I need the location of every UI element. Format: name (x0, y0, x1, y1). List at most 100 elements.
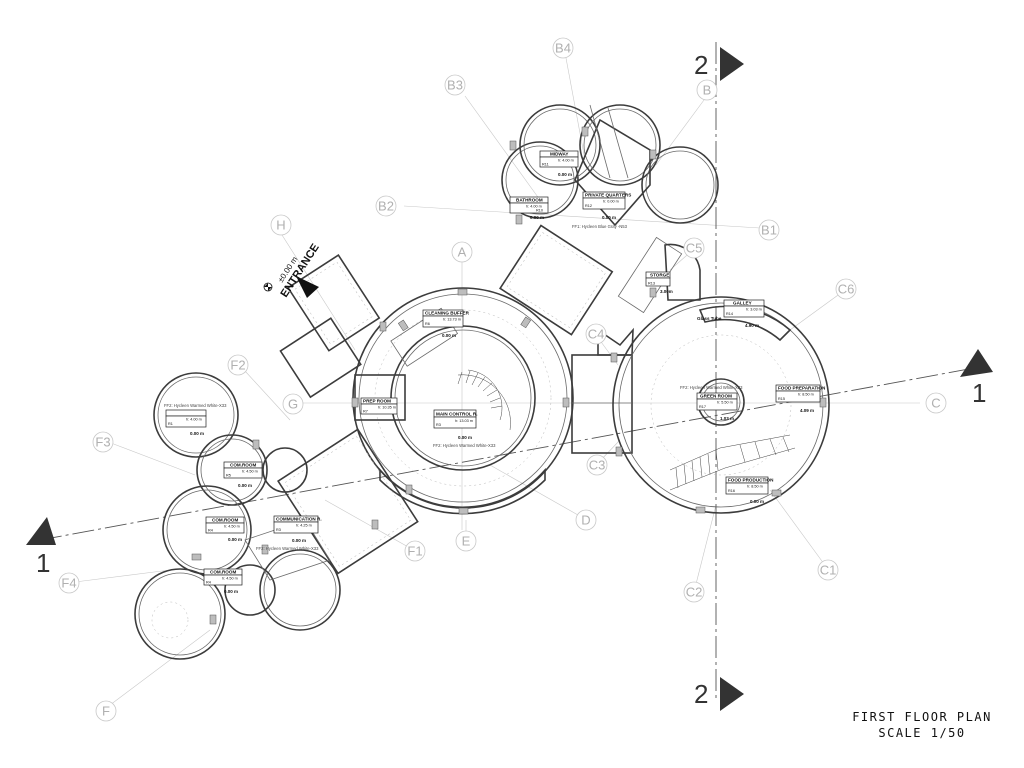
room-tag-prep-room: PREP ROOM R7 h: 10.35 m (360, 397, 398, 415)
svg-text:FF2: Hycleen Warmed White-X33: FF2: Hycleen Warmed White-X33 (433, 443, 496, 448)
svg-text:0.00 m: 0.00 m (190, 431, 204, 436)
svg-text:COMMUNICATION R.: COMMUNICATION R. (276, 517, 322, 522)
svg-text:C6: C6 (838, 282, 855, 297)
svg-text:h: 13.73 m: h: 13.73 m (443, 318, 461, 322)
svg-text:GREEN ROOM: GREEN ROOM (700, 394, 732, 399)
svg-text:R6: R6 (425, 322, 430, 326)
svg-text:R5: R5 (226, 474, 231, 478)
grid-label-c: C (925, 392, 947, 414)
svg-text:0.00 m: 0.00 m (238, 483, 252, 488)
room-tag-bathroom: BATHROOM R10 h: 4.00 m 0.00 m (509, 196, 549, 220)
svg-text:4.90 m: 4.90 m (745, 323, 759, 328)
svg-text:BATHROOM: BATHROOM (516, 198, 543, 203)
grid-label-f1: F1 (404, 540, 426, 562)
svg-text:R11: R11 (542, 163, 549, 167)
svg-text:R15: R15 (778, 397, 785, 401)
grid-label-f3: F3 (92, 431, 114, 453)
svg-text:4.09 m: 4.09 m (800, 408, 814, 413)
svg-text:R14: R14 (726, 312, 733, 316)
svg-text:E: E (462, 534, 471, 549)
svg-text:R4: R4 (206, 581, 211, 585)
svg-text:R1: R1 (168, 422, 173, 426)
room-tag-com-room-3: COM.ROOM R4 h: 4.50 m 0.00 m (203, 568, 243, 594)
grid-label-f: F (95, 700, 117, 722)
svg-text:0.00 m: 0.00 m (228, 537, 242, 542)
grid-label-e: E (455, 530, 477, 552)
svg-text:h: 4.00 m: h: 4.00 m (558, 159, 574, 163)
svg-text:FOOD PRODUCTION: FOOD PRODUCTION (728, 478, 774, 483)
svg-text:MIDWAY: MIDWAY (550, 152, 568, 157)
grid-labels: A B B1 B2 B3 B4 C C1 C2 C3 C4 C5 C6 D E … (58, 37, 947, 722)
svg-text:GALLEY: GALLEY (733, 301, 752, 306)
svg-text:C1: C1 (820, 563, 837, 578)
room-tag-main-control: MAIN CONTROL R. R3 h: 13.03 m 0.00 m FF2… (433, 409, 496, 448)
svg-text:1.03 m: 1.03 m (720, 416, 734, 421)
room-tag-com-room-1: COM.ROOM R5 h: 4.50 m 0.00 m (223, 461, 263, 488)
svg-text:R12: R12 (585, 204, 592, 208)
svg-text:0.00 m: 0.00 m (750, 499, 764, 504)
svg-text:0.00 m: 0.00 m (530, 215, 544, 220)
svg-text:2: 2 (694, 50, 708, 80)
svg-text:PRIVATE QUARTERS: PRIVATE QUARTERS (585, 193, 631, 198)
svg-text:R7: R7 (363, 410, 368, 414)
grid-label-b: B (696, 79, 718, 101)
svg-text:0.00 m: 0.00 m (558, 172, 572, 177)
section-marker-2-bottom: 2 (694, 677, 744, 711)
svg-text:h: 4.25 m: h: 4.25 m (296, 524, 312, 528)
svg-text:A: A (458, 245, 467, 260)
room-tag-midway: MIDWAY R11 h: 4.00 m 0.00 m (539, 150, 579, 177)
grid-label-c4: C4 (585, 323, 607, 345)
svg-text:PREP ROOM: PREP ROOM (363, 399, 391, 404)
svg-text:R17: R17 (699, 405, 706, 409)
svg-text:R3: R3 (436, 423, 441, 427)
svg-text:h: 10.35 m: h: 10.35 m (378, 406, 396, 410)
svg-text:3.00m: 3.00m (660, 289, 673, 294)
grid-label-b2: B2 (375, 195, 397, 217)
svg-text:FF2: Hycleen Warmed White-X33: FF2: Hycleen Warmed White-X33 (256, 546, 319, 551)
room-tag-green-room: FF2: Hycleen Warmed White-X33 GREEN ROOM… (680, 385, 743, 421)
room-tag-food-preparation: FOOD PREPARATION R15 h: 8.50 m 4.09 m (775, 384, 826, 413)
svg-text:F1: F1 (407, 544, 422, 559)
svg-text:B1: B1 (761, 223, 777, 238)
stairs (457, 369, 796, 491)
room-tags: MAIN CONTROL R. R3 h: 13.03 m 0.00 m FF2… (164, 150, 826, 594)
svg-text:h: 3.03 m: h: 3.03 m (746, 308, 762, 312)
svg-text:h: 13.03 m: h: 13.03 m (455, 419, 473, 423)
svg-text:B3: B3 (447, 78, 463, 93)
svg-text:h: 4.50 m: h: 4.50 m (224, 525, 240, 529)
svg-text:R4: R4 (208, 529, 213, 533)
svg-text:1: 1 (36, 548, 50, 578)
svg-text:0.00 m: 0.00 m (458, 435, 472, 440)
grid-label-f2: F2 (227, 354, 249, 376)
grid-label-g: G (282, 393, 304, 415)
grid-label-c6: C6 (835, 278, 857, 300)
svg-text:h: 8.50 m: h: 8.50 m (747, 485, 763, 489)
drawing-title: FIRST FLOOR PLAN SCALE 1/50 (844, 710, 1000, 740)
svg-text:C3: C3 (589, 458, 606, 473)
svg-text:h: 4.50 m: h: 4.50 m (222, 577, 238, 581)
grid-label-b1: B1 (758, 219, 780, 241)
svg-text:h: 8.50 m: h: 8.50 m (798, 393, 814, 397)
svg-text:C: C (931, 396, 940, 411)
svg-text:B4: B4 (555, 41, 571, 56)
grid-label-f4: F4 (58, 572, 80, 594)
grid-label-b3: B3 (444, 74, 466, 96)
svg-text:h: 4.00 m: h: 4.00 m (186, 418, 202, 422)
drawing-title-scale: SCALE 1/50 (878, 726, 966, 740)
grid-label-c2: C2 (683, 581, 705, 603)
svg-text:FF2: Hycleen Warmed White-X33: FF2: Hycleen Warmed White-X33 (680, 385, 743, 390)
grid-label-b4: B4 (552, 37, 574, 59)
svg-text:F3: F3 (95, 435, 110, 450)
svg-text:COM.ROOM: COM.ROOM (212, 518, 238, 523)
room-tag-private-quarters: PRIVATE QUARTERS R12 h: 0.00 m 0.00 m FF… (572, 191, 631, 229)
svg-text:R3: R3 (276, 528, 281, 532)
grid-label-c3: C3 (586, 454, 608, 476)
svg-text:h: 5.50 m: h: 5.50 m (717, 401, 733, 405)
svg-text:0.00 m: 0.00 m (602, 215, 616, 220)
svg-text:FF2: Hycleen Warmed White-X33: FF2: Hycleen Warmed White-X33 (164, 403, 227, 408)
grid-label-h: H (270, 214, 292, 236)
svg-text:F4: F4 (61, 576, 76, 591)
svg-text:Glass Tube: Glass Tube (697, 316, 722, 321)
svg-text:B2: B2 (378, 199, 394, 214)
